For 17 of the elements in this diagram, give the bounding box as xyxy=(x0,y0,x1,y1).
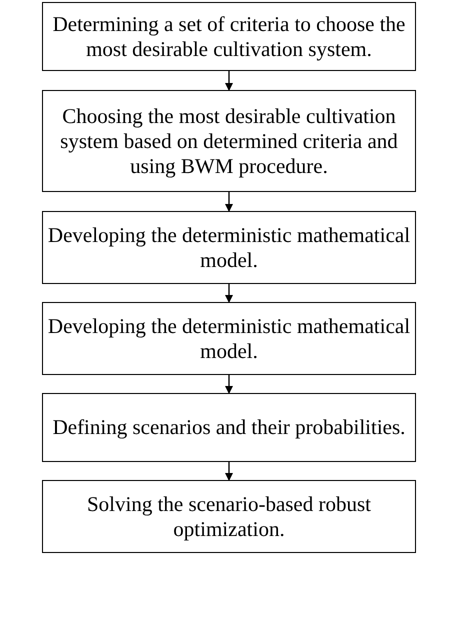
process-box xyxy=(42,2,416,71)
arrow xyxy=(225,375,233,394)
step-text: Choosing the most desirable cultivation system based on determined criteria and using BWM procedure. xyxy=(59,104,399,178)
process-box xyxy=(42,211,416,284)
step-text: Determining a set of criteria to choose the most desirable cultivation system. xyxy=(52,12,406,62)
process-box xyxy=(42,302,416,375)
arrow xyxy=(225,284,233,303)
arrow xyxy=(225,71,233,91)
process-box xyxy=(42,480,416,553)
arrow xyxy=(225,462,233,481)
arrow xyxy=(225,192,233,212)
step-text: Developing the deterministic mathematical model. xyxy=(46,314,412,364)
step-text: Defining scenarios and their probabilities. xyxy=(52,415,406,440)
process-box xyxy=(42,393,416,462)
step-text: Developing the deterministic mathematical model. xyxy=(46,222,412,272)
step-text: Solving the scenario-based robust optimization. xyxy=(86,492,372,542)
process-box xyxy=(42,90,416,192)
